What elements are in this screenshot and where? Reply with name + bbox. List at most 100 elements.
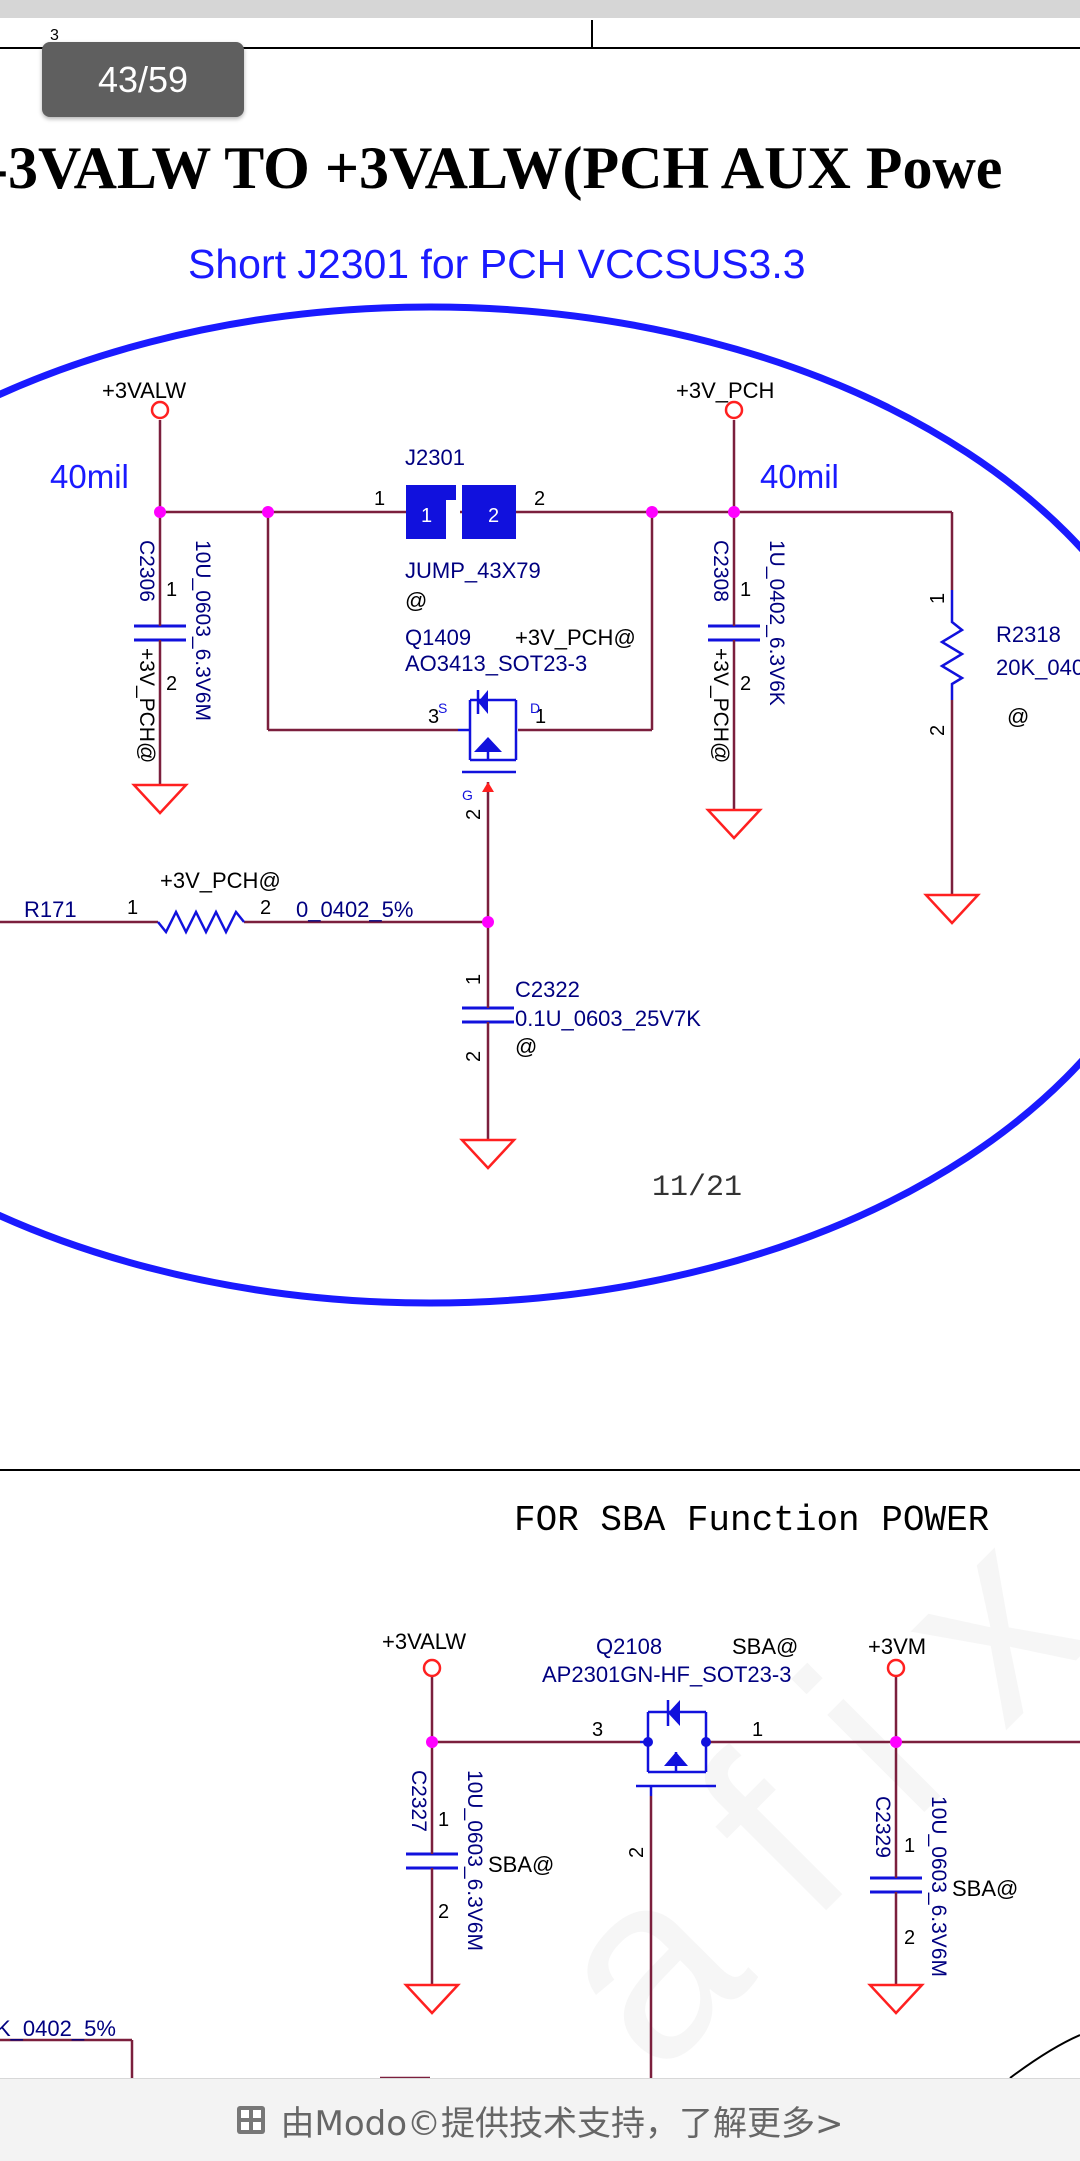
svg-text:1: 1 <box>752 1719 763 1741</box>
ground-c2308 <box>706 808 762 840</box>
frame-zone-label: 3 <box>50 27 59 44</box>
page-indicator-badge: 43/59 <box>42 42 244 117</box>
svg-text:10U_0603_6.3V6M: 10U_0603_6.3V6M <box>927 1796 950 1977</box>
power-port-3vm: +3VM <box>868 1634 926 1678</box>
capacitor-c2322: C2322 0.1U_0603_25V7K @ 1 2 <box>462 974 701 1062</box>
trace-width-left: 40mil <box>50 458 129 495</box>
svg-text:+3V_PCH: +3V_PCH <box>676 378 774 403</box>
page-frame <box>0 20 1080 1471</box>
svg-text:+3VALW: +3VALW <box>102 378 186 403</box>
svg-text:SBA@: SBA@ <box>952 1876 1018 1901</box>
sheet-reference: 11/21 <box>652 1171 742 1205</box>
svg-text:SBA@: SBA@ <box>488 1852 554 1877</box>
svg-text:2: 2 <box>740 673 751 695</box>
svg-text:10U_0603_6.3V6M: 10U_0603_6.3V6M <box>191 540 214 721</box>
svg-text:Q2108: Q2108 <box>596 1634 662 1659</box>
svg-text:C2322: C2322 <box>515 977 580 1002</box>
svg-text:2: 2 <box>463 1051 485 1062</box>
svg-text:+3VALW: +3VALW <box>382 1629 466 1654</box>
svg-text:1: 1 <box>374 488 385 510</box>
annotation-arc-partial <box>1009 2034 1080 2078</box>
svg-text:2: 2 <box>488 505 499 527</box>
svg-text:+3V_PCH@: +3V_PCH@ <box>709 648 732 763</box>
svg-text:2: 2 <box>166 673 177 695</box>
svg-text:1: 1 <box>127 897 138 919</box>
svg-text:0_0402_5%: 0_0402_5% <box>296 897 413 922</box>
svg-text:2: 2 <box>260 897 271 919</box>
svg-text:@: @ <box>515 1034 537 1059</box>
footer-promo-bar[interactable]: 由Modo©提供技术支持，了解更多> <box>0 2078 1080 2161</box>
svg-text:1: 1 <box>535 706 546 728</box>
svg-text:C2306: C2306 <box>135 540 158 602</box>
svg-text:+3V_PCH@: +3V_PCH@ <box>135 648 158 763</box>
modo-logo-icon <box>237 2106 266 2134</box>
svg-text:1: 1 <box>421 505 432 527</box>
annotation-ellipse <box>0 303 1080 1307</box>
capacitor-c2308: 1 2 C2308 1U_0402_6.3V6K +3V_PCH@ <box>708 540 788 763</box>
footer-promo-link[interactable]: 由Modo©提供技术支持，了解更多> <box>280 2103 844 2144</box>
svg-text:2: 2 <box>463 809 485 820</box>
svg-text:+3VM: +3VM <box>868 1634 926 1659</box>
svg-text:0.1U_0603_25V7K: 0.1U_0603_25V7K <box>515 1006 701 1031</box>
svg-text:3: 3 <box>428 706 439 728</box>
svg-text:@: @ <box>1007 704 1029 729</box>
svg-text:J2301: J2301 <box>405 445 465 470</box>
svg-text:R171: R171 <box>24 897 77 922</box>
power-port-3valw: +3VALW <box>102 378 186 420</box>
svg-text:AO3413_SOT23-3: AO3413_SOT23-3 <box>405 651 587 676</box>
svg-text:D: D <box>530 700 540 716</box>
svg-text:+3V_PCH@: +3V_PCH@ <box>515 625 636 650</box>
capacitor-c2306: 1 2 C2306 10U_0603_6.3V6M +3V_PCH@ <box>134 540 214 763</box>
ground-r2318 <box>924 893 980 925</box>
svg-text:JUMP_43X79: JUMP_43X79 <box>405 558 541 583</box>
ground-c2329 <box>868 1983 924 2015</box>
svg-text:2: 2 <box>626 1847 648 1858</box>
capacitor-c2327: 1 2 C2327 10U_0603_6.3V6M SBA@ <box>406 1770 554 1951</box>
schematic-title: -3VALW TO +3VALW(PCH AUX Powe <box>0 135 1002 201</box>
trace-width-right: 40mil <box>760 458 839 495</box>
resistor-r171: R171 1 2 +3V_PCH@ 0_0402_5% <box>24 868 413 935</box>
svg-text:C2329: C2329 <box>871 1796 894 1858</box>
ground-c2306 <box>132 783 188 815</box>
annotation-note: Short J2301 for PCH VCCSUS3.3 <box>188 241 806 287</box>
power-port-sba-3valw: +3VALW <box>382 1629 466 1678</box>
svg-text:2: 2 <box>534 488 545 510</box>
svg-text:C2327: C2327 <box>407 1770 430 1832</box>
jumper-j2301: 1 2 J2301 1 2 JUMP_43X79 @ <box>374 445 545 613</box>
schematic-page: 3 a f i x . c -3VALW TO +3VALW(PCH AUX P… <box>0 20 1080 2078</box>
mosfet-q1409: Q1409 +3V_PCH@ AO3413_SOT23-3 3 1 S D G … <box>405 625 636 820</box>
ground-c2322 <box>460 1138 516 1170</box>
svg-text:1: 1 <box>904 1835 915 1857</box>
capacitor-c2329: 1 2 C2329 10U_0603_6.3V6M SBA@ <box>870 1796 1018 1977</box>
svg-text:S: S <box>438 700 447 716</box>
svg-text:10U_0603_6.3V6M: 10U_0603_6.3V6M <box>463 1770 486 1951</box>
resistor-r2318: R2318 20K_040 @ 1 2 <box>927 590 1080 736</box>
power-port-3v-pch: +3V_PCH <box>676 378 774 420</box>
section-title-sba: FOR SBA Function POWER <box>514 1500 989 1541</box>
svg-text:@: @ <box>405 588 427 613</box>
svg-text:+3V_PCH@: +3V_PCH@ <box>160 868 281 893</box>
svg-text:1: 1 <box>927 593 949 604</box>
svg-text:SBA@: SBA@ <box>732 1634 798 1659</box>
page-indicator-text: 43/59 <box>97 59 189 100</box>
svg-text:R2318: R2318 <box>996 622 1061 647</box>
mosfet-q2108: Q2108 SBA@ AP2301GN-HF_SOT23-3 3 1 2 <box>542 1634 798 1858</box>
svg-text:2: 2 <box>927 725 949 736</box>
svg-text:1: 1 <box>438 1809 449 1831</box>
junction-dots <box>154 506 740 928</box>
svg-text:G: G <box>462 787 473 803</box>
svg-text:20K_040: 20K_040 <box>996 655 1080 680</box>
svg-text:2: 2 <box>904 1927 915 1949</box>
svg-text:2: 2 <box>438 1901 449 1923</box>
svg-text:C2308: C2308 <box>709 540 732 602</box>
svg-text:AP2301GN-HF_SOT23-3: AP2301GN-HF_SOT23-3 <box>542 1662 791 1687</box>
svg-text:1: 1 <box>166 579 177 601</box>
viewer-top-strip <box>0 0 1080 18</box>
sba-junction-dots <box>426 1736 902 1748</box>
partial-resistor-value: K_0402_5% <box>0 2016 116 2041</box>
svg-text:Q1409: Q1409 <box>405 625 471 650</box>
ground-c2327 <box>404 1983 460 2015</box>
svg-text:3: 3 <box>592 1719 603 1741</box>
svg-text:1: 1 <box>740 579 751 601</box>
